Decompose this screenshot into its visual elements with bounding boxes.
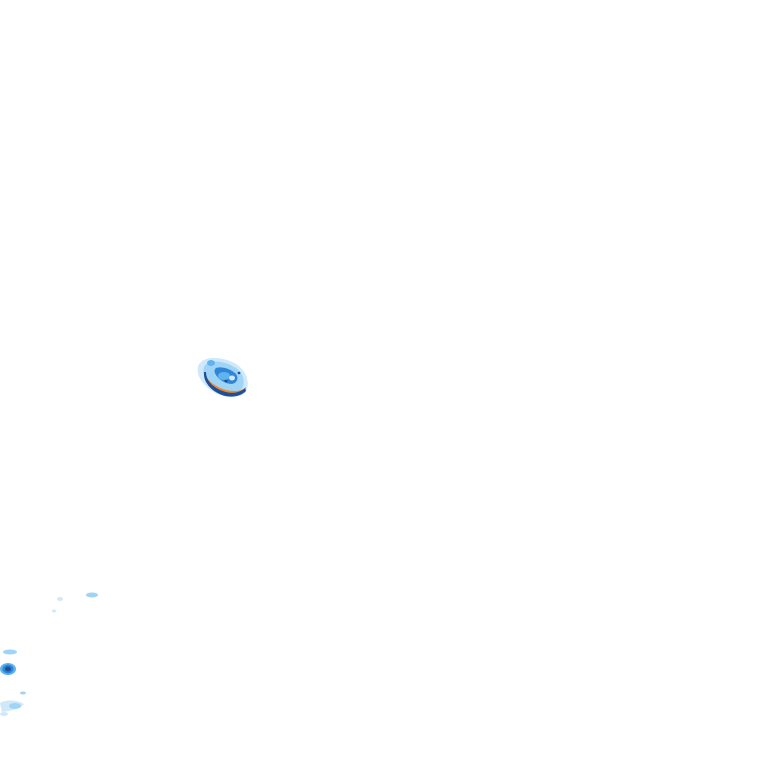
speck-edge-lower (20, 691, 26, 695)
edge-cell-west (0, 663, 16, 675)
main-storm-cell (197, 357, 248, 397)
echo-medium-blob (207, 360, 215, 366)
speck-northwest (86, 592, 98, 598)
echo-dark-dot (237, 371, 241, 375)
echo-dark-edge (203, 372, 246, 397)
echo-dark-dot (224, 379, 228, 383)
speck-edge-lower (9, 703, 21, 709)
echo-light-patch (229, 375, 235, 381)
speck-southwest-small (52, 609, 56, 613)
speck-edge-lower (0, 712, 8, 716)
speck-southwest-small (57, 597, 63, 601)
echo-medium-patch (218, 372, 230, 380)
echo-dark (5, 666, 11, 672)
speck-west-upper (3, 649, 17, 655)
